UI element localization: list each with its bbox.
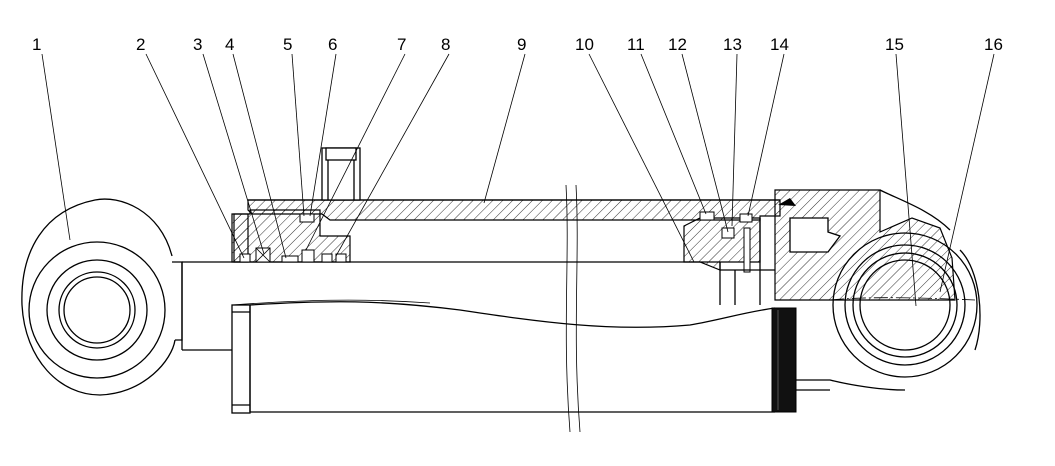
rear-end-head xyxy=(774,189,981,391)
leader-lines xyxy=(41,53,995,307)
callout-4: 4 xyxy=(225,35,234,54)
callout-8: 8 xyxy=(441,35,450,54)
callout-5: 5 xyxy=(283,35,292,54)
cylinder-body xyxy=(231,184,776,433)
callout-13: 13 xyxy=(723,35,742,54)
callout-1: 1 xyxy=(32,35,41,54)
callout-12: 12 xyxy=(668,35,687,54)
piston-rod xyxy=(181,261,720,351)
piston-assembly xyxy=(683,211,775,305)
callout-11: 11 xyxy=(627,35,645,54)
callout-9: 9 xyxy=(517,35,526,54)
end-cap-band xyxy=(771,307,797,413)
gland-assembly xyxy=(231,209,351,263)
rod-eye xyxy=(21,198,183,396)
callout-2: 2 xyxy=(136,35,145,54)
callout-14: 14 xyxy=(770,35,789,54)
callout-6: 6 xyxy=(328,35,337,54)
callout-labels: 1 2 3 4 5 6 7 8 9 10 11 12 13 14 15 16 xyxy=(32,35,1003,54)
callout-10: 10 xyxy=(575,35,594,54)
callout-3: 3 xyxy=(193,35,202,54)
callout-16: 16 xyxy=(984,35,1003,54)
callout-7: 7 xyxy=(397,35,406,54)
port-boss xyxy=(321,147,361,201)
callout-15: 15 xyxy=(885,35,904,54)
